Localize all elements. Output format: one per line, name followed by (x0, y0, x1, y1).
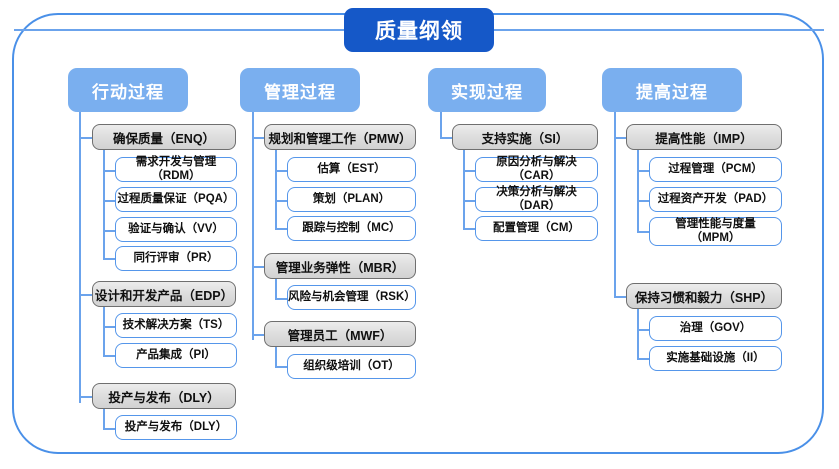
col4-shp-spine (637, 309, 639, 358)
leaf-node-mpm[interactable]: 管理性能与度量 （MPM） (649, 217, 782, 246)
col4-stub-imp (614, 137, 626, 139)
column-header-4[interactable]: 提高过程 (602, 68, 742, 112)
leaf-node-ii[interactable]: 实施基础设施（II） (649, 346, 782, 371)
leaf-node-pi[interactable]: 产品集成（PI） (115, 343, 237, 368)
col4-stub-shp (614, 296, 626, 298)
root-connector-left (14, 29, 345, 31)
leaf-node-rdm[interactable]: 需求开发与管理（RDM） (115, 156, 237, 182)
col4-trunk (614, 112, 616, 297)
col3-trunk (440, 112, 442, 137)
leaf-node-plan[interactable]: 策划（PLAN） (287, 187, 416, 212)
group-node-imp[interactable]: 提高性能（IMP） (626, 124, 782, 150)
col4-shp-stub-2 (637, 358, 649, 360)
root-connector-right (493, 29, 824, 31)
group-node-si[interactable]: 支持实施（SI） (452, 124, 598, 150)
leaf-node-car[interactable]: 原因分析与解决（CAR） (475, 156, 598, 182)
col3-si-stub-3 (463, 228, 475, 230)
col1-enq-stub-1 (103, 170, 115, 172)
col4-imp-spine (637, 150, 639, 231)
root-title: 质量纲领 (344, 8, 494, 52)
col1-edp-stub-1 (103, 326, 115, 328)
col4-shp-stub-1 (637, 329, 649, 331)
col2-mbr-stub-1 (275, 298, 287, 300)
col4-imp-stub-1 (637, 170, 649, 172)
col2-stub-mwf (252, 334, 264, 336)
group-node-mwf[interactable]: 管理员工（MWF） (264, 321, 416, 347)
column-header-3[interactable]: 实现过程 (428, 68, 546, 112)
leaf-node-gov[interactable]: 治理（GOV） (649, 316, 782, 341)
col1-stub-dly (79, 396, 92, 398)
leaf-node-ts[interactable]: 技术解决方案（TS） (115, 313, 237, 338)
leaf-node-rsk[interactable]: 风险与机会管理（RSK） (287, 285, 416, 310)
col2-pmw-stub-2 (275, 200, 287, 202)
col3-stub-si (440, 137, 452, 139)
leaf-node-mc[interactable]: 跟踪与控制（MC） (287, 216, 416, 241)
leaf-node-cm[interactable]: 配置管理（CM） (475, 216, 598, 241)
leaf-node-vv[interactable]: 验证与确认（VV） (115, 217, 237, 242)
group-node-edp[interactable]: 设计和开发产品（EDP） (92, 281, 236, 307)
col1-stub-edp (79, 294, 92, 296)
col3-si-stub-1 (463, 170, 475, 172)
col1-enq-stub-4 (103, 258, 115, 260)
col1-enq-spine (103, 150, 105, 258)
col2-stub-pmw (252, 137, 264, 139)
col2-stub-mbr (252, 266, 264, 268)
col2-mwf-stub-1 (275, 366, 287, 368)
leaf-node-est[interactable]: 估算（EST） (287, 157, 416, 182)
col2-mbr-spine (275, 279, 277, 298)
col4-imp-stub-3 (637, 231, 649, 233)
leaf-node-ot[interactable]: 组织级培训（OT） (287, 354, 416, 379)
leaf-node-pqa[interactable]: 过程质量保证（PQA） (115, 187, 237, 212)
col1-trunk (79, 112, 81, 403)
col1-enq-stub-2 (103, 200, 115, 202)
col2-trunk (252, 112, 254, 340)
leaf-node-dar[interactable]: 决策分析与解决（DAR） (475, 186, 598, 212)
col2-pmw-stub-3 (275, 228, 287, 230)
col3-si-stub-2 (463, 200, 475, 202)
col3-si-spine (463, 150, 465, 228)
col1-edp-stub-2 (103, 355, 115, 357)
group-node-dly[interactable]: 投产与发布（DLY） (92, 383, 236, 409)
leaf-node-pr[interactable]: 同行评审（PR） (115, 246, 237, 271)
col1-dly-stub-1 (103, 428, 115, 430)
col1-dly-spine (103, 409, 105, 428)
col1-edp-spine (103, 307, 105, 355)
column-header-1[interactable]: 行动过程 (68, 68, 188, 112)
column-header-2[interactable]: 管理过程 (240, 68, 360, 112)
group-node-enq[interactable]: 确保质量（ENQ） (92, 124, 236, 150)
col1-stub-enq (79, 137, 92, 139)
leaf-node-pad[interactable]: 过程资产开发（PAD） (649, 187, 782, 212)
leaf-node-dly-child[interactable]: 投产与发布（DLY） (115, 415, 237, 440)
group-node-pmw[interactable]: 规划和管理工作（PMW） (264, 124, 416, 150)
group-node-shp[interactable]: 保持习惯和毅力（SHP） (626, 283, 782, 309)
group-node-mbr[interactable]: 管理业务弹性（MBR） (264, 253, 416, 279)
col1-enq-stub-3 (103, 230, 115, 232)
col4-imp-stub-2 (637, 200, 649, 202)
col2-mwf-spine (275, 347, 277, 366)
col2-pmw-stub-1 (275, 170, 287, 172)
leaf-node-pcm[interactable]: 过程管理（PCM） (649, 157, 782, 182)
col2-pmw-spine (275, 150, 277, 228)
